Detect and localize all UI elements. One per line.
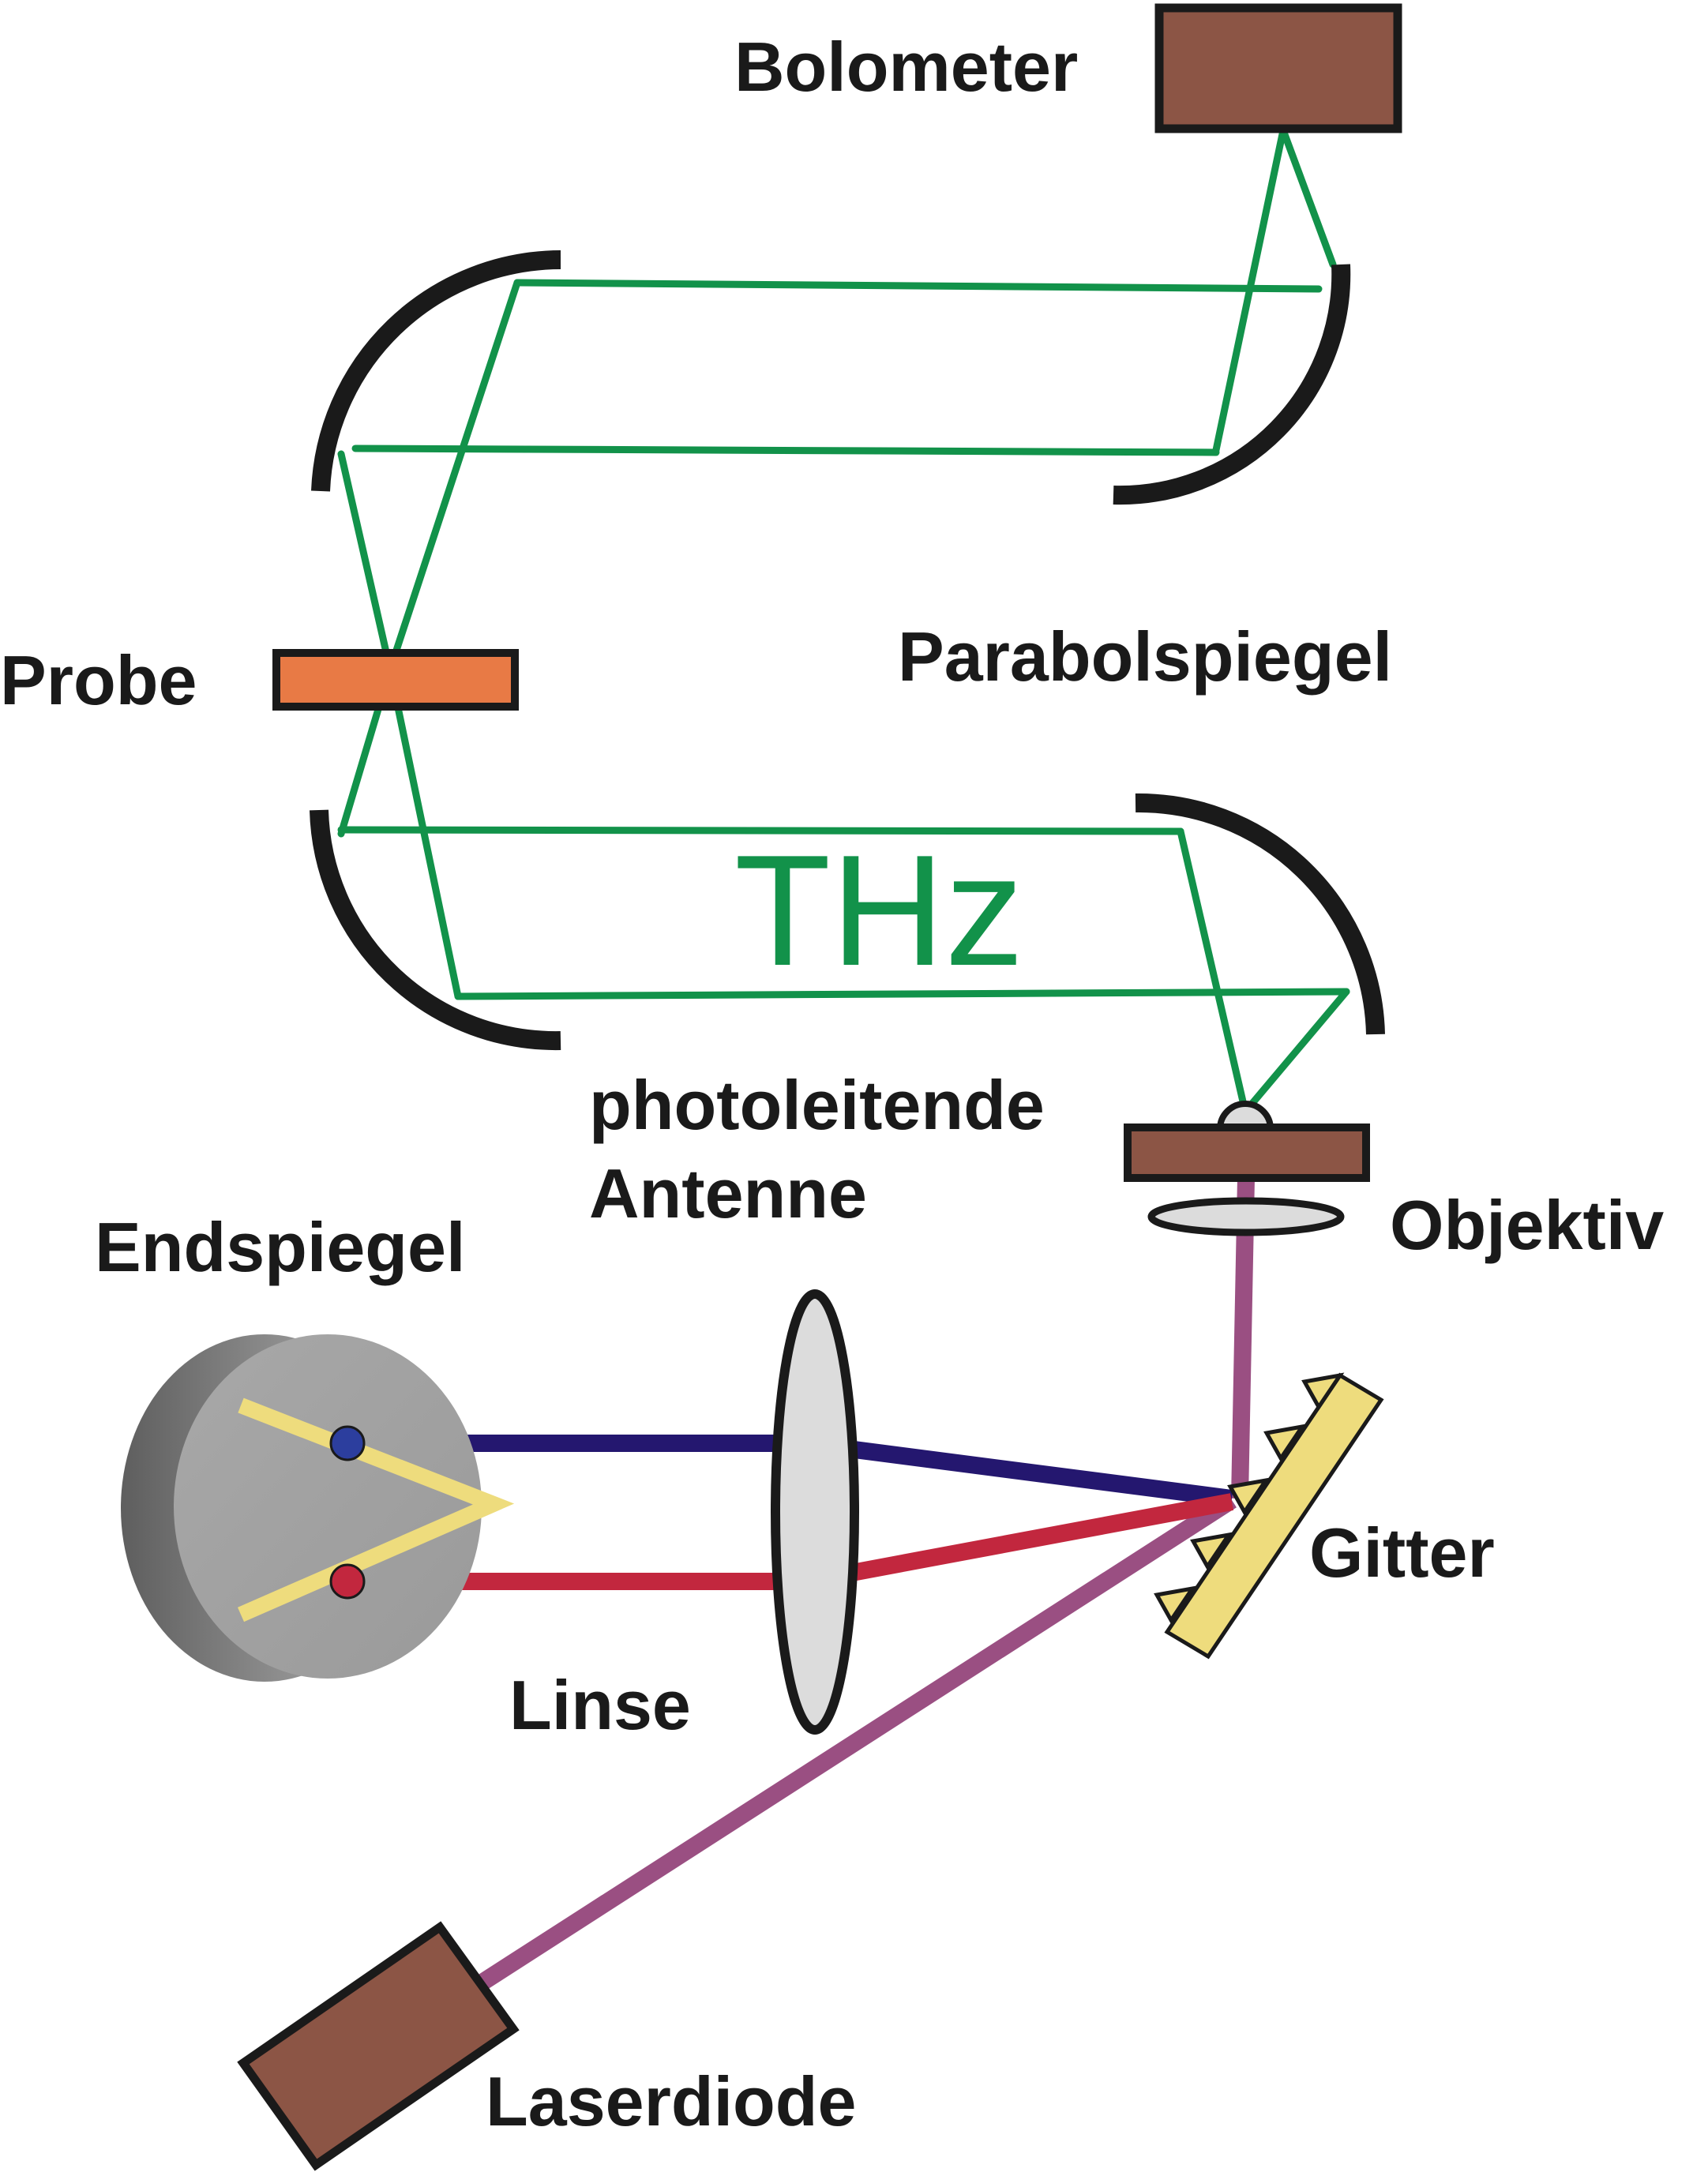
objective-lens [1147,1197,1345,1236]
parabolic-mirrors [310,250,1385,1051]
antenna-block [1124,1124,1370,1182]
bolometer-block [1154,3,1402,133]
photoleitende-antenne-label-line2: Antenne [589,1154,867,1232]
probe-sample [272,649,519,711]
mirror-lower-left [310,809,561,1051]
end-mirror-reflection [237,1397,515,1622]
end-mirror [121,1334,515,1682]
thz-beam-paths [337,126,1350,1116]
antenna-dome [1216,1101,1274,1132]
gitter-label: Gitter [1309,1514,1495,1592]
laserdiode-block [237,1921,520,2171]
photoconductive-antenna [1124,1101,1370,1182]
red-beam-spot [329,1563,366,1600]
mirror-upper-right [1113,264,1351,505]
laserdiode-beam [465,1492,1237,1998]
photoleitende-antenne-label-line1: photoleitende [589,1066,1045,1144]
grating [1154,1372,1384,1660]
laserdiode-label: Laserdiode [486,2062,856,2140]
thz-label: THz [734,823,1024,999]
blue-beam-spot [329,1425,366,1461]
probe-label: Probe [0,641,197,719]
bolometer-label: Bolometer [734,28,1078,106]
endspiegel-label: Endspiegel [95,1208,465,1286]
linse-label: Linse [509,1666,691,1744]
mirror-upper-left [311,250,561,492]
parabolspiegel-label: Parabolspiegel [898,617,1392,696]
objektiv-label: Objektiv [1390,1186,1664,1264]
lens [771,1289,859,1735]
end-mirror-face [174,1334,482,1679]
mirror-lower-right [1135,793,1385,1035]
